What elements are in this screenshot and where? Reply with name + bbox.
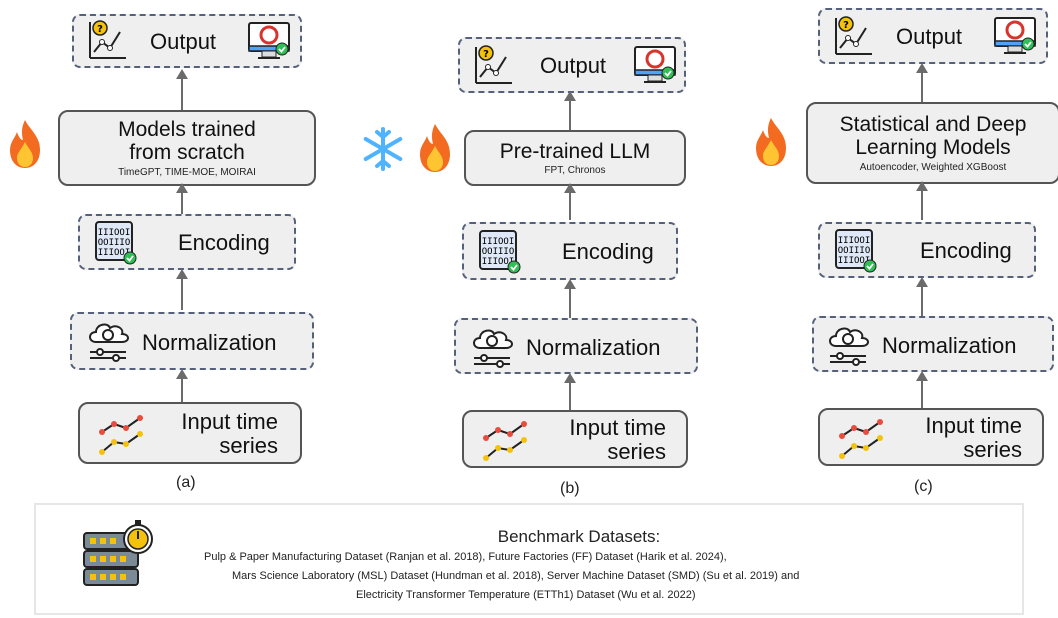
monitor-check-icon — [248, 22, 290, 59]
cloud-gear-icon — [829, 327, 869, 366]
model-sub-c: Autoencoder, Weighted XGBoost — [859, 161, 1007, 173]
chart-question-icon: ? — [89, 20, 126, 59]
arrow-a2 — [176, 183, 188, 214]
output-box-a: ? Output — [72, 14, 302, 68]
cloud-gear-icon — [89, 323, 129, 362]
arrow-b2 — [564, 183, 576, 220]
benchmark-line-2: Mars Science Laboratory (MSL) Dataset (H… — [232, 570, 800, 582]
output-box-c: ? Output — [818, 8, 1048, 64]
svg-text:IIIOOI: IIIOOI — [838, 236, 871, 246]
encoding-label-c: Encoding — [920, 238, 1012, 263]
input-label-a: Input time series — [181, 409, 278, 458]
flame-icon — [10, 120, 40, 168]
flame-icon — [420, 124, 450, 172]
model-box-a: Models trained from scratch TimeGPT, TIM… — [58, 110, 316, 186]
arrow-c3 — [916, 277, 928, 316]
server-stopwatch-icon — [83, 520, 153, 586]
model-title-c: Statistical and Deep Learning Models — [839, 112, 1027, 159]
normalization-label-a: Normalization — [142, 330, 277, 355]
benchmark-panel: Benchmark Datasets: Pulp & Paper Manufac… — [34, 503, 1024, 615]
model-sub-a: TimeGPT, TIME-MOE, MOIRAI — [118, 166, 256, 178]
model-box-b: Pre-trained LLM FPT, Chronos — [464, 130, 686, 186]
line-chart-icon — [99, 415, 143, 455]
svg-text:IIIOOI: IIIOOI — [98, 228, 131, 238]
encoding-box-a: IIIOOI OOIIIO IIIOOI Encoding — [78, 214, 296, 270]
model-title-b: Pre-trained LLM — [499, 139, 651, 163]
monitor-check-icon — [994, 17, 1036, 54]
arrow-a3 — [176, 269, 188, 310]
flame-icon — [756, 118, 786, 166]
svg-text:?: ? — [843, 20, 849, 31]
svg-text:?: ? — [483, 49, 489, 60]
monitor-check-icon — [634, 46, 676, 83]
encoding-label-a: Encoding — [178, 230, 270, 255]
caption-a: (a) — [176, 474, 196, 491]
chart-question-icon: ? — [475, 45, 512, 84]
line-chart-icon — [483, 421, 527, 461]
normalization-label-c: Normalization — [882, 333, 1017, 358]
svg-text:OOIIIO: OOIIIO — [838, 246, 871, 256]
input-box-c: Input time series — [818, 408, 1044, 466]
model-title-a: Models trained from scratch — [118, 117, 256, 164]
input-box-b: Input time series — [462, 410, 688, 468]
cloud-gear-icon — [473, 329, 513, 368]
encoding-box-b: IIIOOI OOIIIO IIIOOI Encoding — [462, 222, 678, 280]
input-box-a: Input time series — [78, 402, 302, 464]
arrow-a1 — [176, 69, 188, 112]
normalization-box-c: Normalization — [812, 316, 1054, 372]
svg-text:OOIIIO: OOIIIO — [482, 247, 515, 257]
arrow-b3 — [564, 279, 576, 318]
arrow-c4 — [916, 371, 928, 408]
arrow-b4 — [564, 373, 576, 410]
benchmark-line-3: Electricity Transformer Temperature (ETT… — [356, 589, 696, 601]
chart-question-icon: ? — [835, 16, 872, 55]
caption-b: (b) — [560, 480, 580, 497]
binary-check-icon: IIIOOI OOIIIO IIIOOI — [835, 229, 877, 273]
arrow-c2 — [916, 181, 928, 220]
encoding-label-b: Encoding — [562, 239, 654, 264]
normalization-label-b: Normalization — [526, 335, 661, 360]
arrow-b1 — [564, 91, 576, 130]
model-sub-b: FPT, Chronos — [544, 164, 606, 176]
model-box-c: Statistical and Deep Learning Models Aut… — [806, 102, 1058, 184]
binary-check-icon: IIIOOI OOIIIO IIIOOI — [95, 221, 137, 265]
output-box-b: ? Output — [458, 37, 686, 93]
normalization-box-b: Normalization — [454, 318, 698, 374]
svg-text:IIIOOI: IIIOOI — [838, 256, 871, 266]
benchmark-line-1: Pulp & Paper Manufacturing Dataset (Ranj… — [204, 551, 727, 563]
output-label-a: Output — [150, 29, 217, 54]
benchmark-title: Benchmark Datasets: — [497, 527, 661, 546]
input-label-c: Input time series — [925, 413, 1022, 462]
snowflake-icon — [363, 127, 403, 171]
output-label-c: Output — [896, 24, 963, 49]
input-label-b: Input time series — [569, 415, 666, 464]
normalization-box-a: Normalization — [70, 312, 314, 370]
binary-check-icon: IIIOOI OOIIIO IIIOOI — [479, 230, 521, 274]
arrow-c1 — [916, 63, 928, 102]
output-label-b: Output — [540, 53, 607, 78]
svg-text:IIIOOI: IIIOOI — [482, 237, 515, 247]
line-chart-icon — [839, 419, 883, 459]
svg-text:OOIIIO: OOIIIO — [98, 238, 131, 248]
svg-text:?: ? — [97, 24, 103, 35]
arrow-a4 — [176, 369, 188, 402]
encoding-box-c: IIIOOI OOIIIO IIIOOI Encoding — [818, 222, 1036, 278]
caption-c: (c) — [914, 478, 933, 495]
svg-text:IIIOOI: IIIOOI — [482, 257, 515, 267]
svg-text:IIIOOI: IIIOOI — [98, 248, 131, 258]
